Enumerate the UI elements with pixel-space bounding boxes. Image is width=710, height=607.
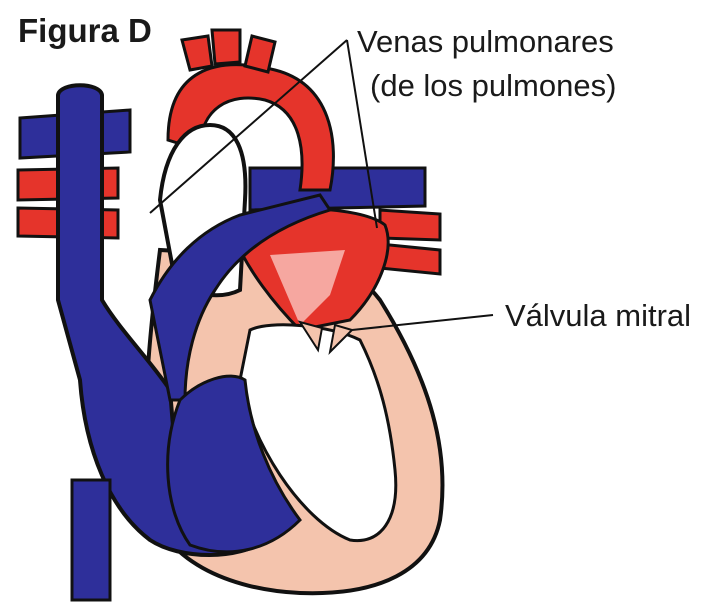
label-pulmonary-veins-line1: Venas pulmonares [357,24,614,59]
inferior-vena-cava [72,480,110,600]
label-mitral-valve: Válvula mitral [505,298,691,333]
figure-title: Figura D [18,12,152,49]
label-pulmonary-veins-line2: (de los pulmones) [370,68,616,103]
